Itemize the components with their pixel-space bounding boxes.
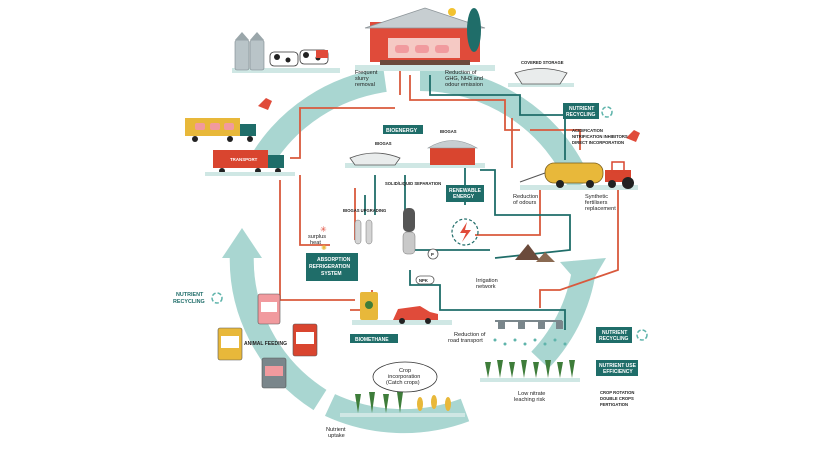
slurry-tanker <box>519 161 638 190</box>
energy-icon <box>451 218 479 246</box>
fertilizer-piles <box>515 244 555 262</box>
biogas-label-left: BIOGAS <box>375 141 392 146</box>
irrigation-field: Low nitrate leaching risk <box>480 320 580 403</box>
double-crops-label: DOUBLE CROPS <box>600 396 634 401</box>
cycle-arrow-left <box>222 228 262 258</box>
transport-label: TRANSPORT <box>230 157 258 162</box>
bioenergy-label: BIOENERGY <box>386 128 418 134</box>
bottom-crops: Crop incorporation (Catch crops) Nutrien… <box>326 361 465 439</box>
nutrient-recycling-left: NUTRIENT RECYCLING <box>172 290 223 306</box>
truck-yellow <box>185 118 256 142</box>
reduction-road-label: Reduction of road transport <box>448 332 487 344</box>
npk-valve-label: NPK <box>419 278 428 283</box>
separator: P NPK <box>402 208 439 285</box>
biogas-upgrading-label: BIOGAS UPGRADING <box>343 208 386 213</box>
biogas-upgrading: BIOGAS UPGRADING ✳ ✺ surplus heat <box>308 208 386 252</box>
svg-text:NUTRIENT USE EFFICIENCY: NUTRIENT USE EFFICIENCY <box>599 363 637 375</box>
fuel-nozzle-icon <box>258 98 272 110</box>
top-farm <box>232 7 495 73</box>
covered-storage-label: COVERED STORAGE <box>521 60 564 65</box>
animal-feeding-label: ANIMAL FEEDING <box>244 341 287 347</box>
silo <box>234 39 250 71</box>
solid-liquid-label: SOLID/LIQUID SEPARATION <box>385 181 441 186</box>
nutrient-recycling-top: NUTRIENT RECYCLING ACIDIFICATION NITRIFI… <box>563 103 628 145</box>
svg-text:NUTRIENT RECYCLING: NUTRIENT RECYCLING <box>173 292 205 305</box>
nutrient-use-efficiency: NUTRIENT USE EFFICIENCY CROP ROTATION DO… <box>596 360 638 407</box>
synthetic-fertilisers-label: Synthetic fertilisers replacement <box>585 194 616 212</box>
snowflake-icon: ✳ <box>320 225 327 234</box>
absorption-refrigeration: ABSORPTION REFRIGERATION SYSTEM <box>306 253 358 281</box>
truck-red: TRANSPORT <box>205 150 295 176</box>
irrigation-network-label: Irrigation network <box>476 278 499 290</box>
recycle-icon <box>636 329 648 341</box>
crop-rotation-label: CROP ROTATION <box>600 390 634 395</box>
nutrient-uptake-label: Nutrient uptake <box>326 427 347 439</box>
biomethane-section: BIOMETHANE Reduction of road transport <box>350 292 487 344</box>
nitrification-label: NITRIFICATION INHIBITORS <box>572 134 628 139</box>
p-valve-label: P <box>431 252 434 257</box>
frequent-slurry-label: Frequent slurry removal <box>355 70 379 88</box>
tree <box>467 8 481 52</box>
svg-text:NUTRIENT RECYCLING: NUTRIENT RECYCLING <box>599 330 629 342</box>
fuel-nozzle-icon <box>626 130 640 142</box>
car <box>393 306 438 320</box>
sun-heat-icon: ✺ <box>321 244 327 252</box>
acidification-label: ACIDIFICATION <box>572 128 603 133</box>
biogas-label-right: BIOGAS <box>440 129 457 134</box>
recycle-icon <box>601 106 613 118</box>
silo <box>249 39 265 71</box>
feed-bags: ANIMAL FEEDING <box>217 293 318 389</box>
crop-incorporation-bubble <box>372 361 438 393</box>
low-nitrate-label: Low nitrate leaching risk <box>514 391 547 403</box>
surplus-heat-label: surplus heat <box>308 234 328 246</box>
svg-text:NUTRIENT RECYCLING: NUTRIENT RECYCLING <box>566 106 596 118</box>
cows <box>269 49 329 67</box>
reduction-odours-label: Reduction of odours <box>513 194 540 206</box>
renewable-energy: RENEWABLE ENERGY <box>446 185 484 246</box>
crop-incorporation-label: Crop incorporation (Catch crops) <box>386 368 422 386</box>
sun-icon <box>448 8 456 16</box>
bioenergy-section: BIOENERGY BIOGAS BIOGAS SOLID/LIQUID SEP… <box>345 125 485 186</box>
covered-storage: COVERED STORAGE <box>508 60 574 87</box>
direct-incorporation-label: DIRECT INCORPORATION <box>572 140 624 145</box>
recycle-icon <box>211 292 223 304</box>
nutrient-recycling-right: NUTRIENT RECYCLING <box>596 327 648 343</box>
digester <box>349 152 401 166</box>
fertigation-label: FERTIGATION <box>600 402 628 407</box>
reduction-ghg-label: Reduction of GHG, NH3 and odour emission <box>445 70 485 88</box>
absorption-label: ABSORPTION REFRIGERATION SYSTEM <box>309 257 352 277</box>
biomethane-label: BIOMETHANE <box>355 337 389 343</box>
renewable-energy-label: RENEWABLE ENERGY <box>449 188 482 200</box>
